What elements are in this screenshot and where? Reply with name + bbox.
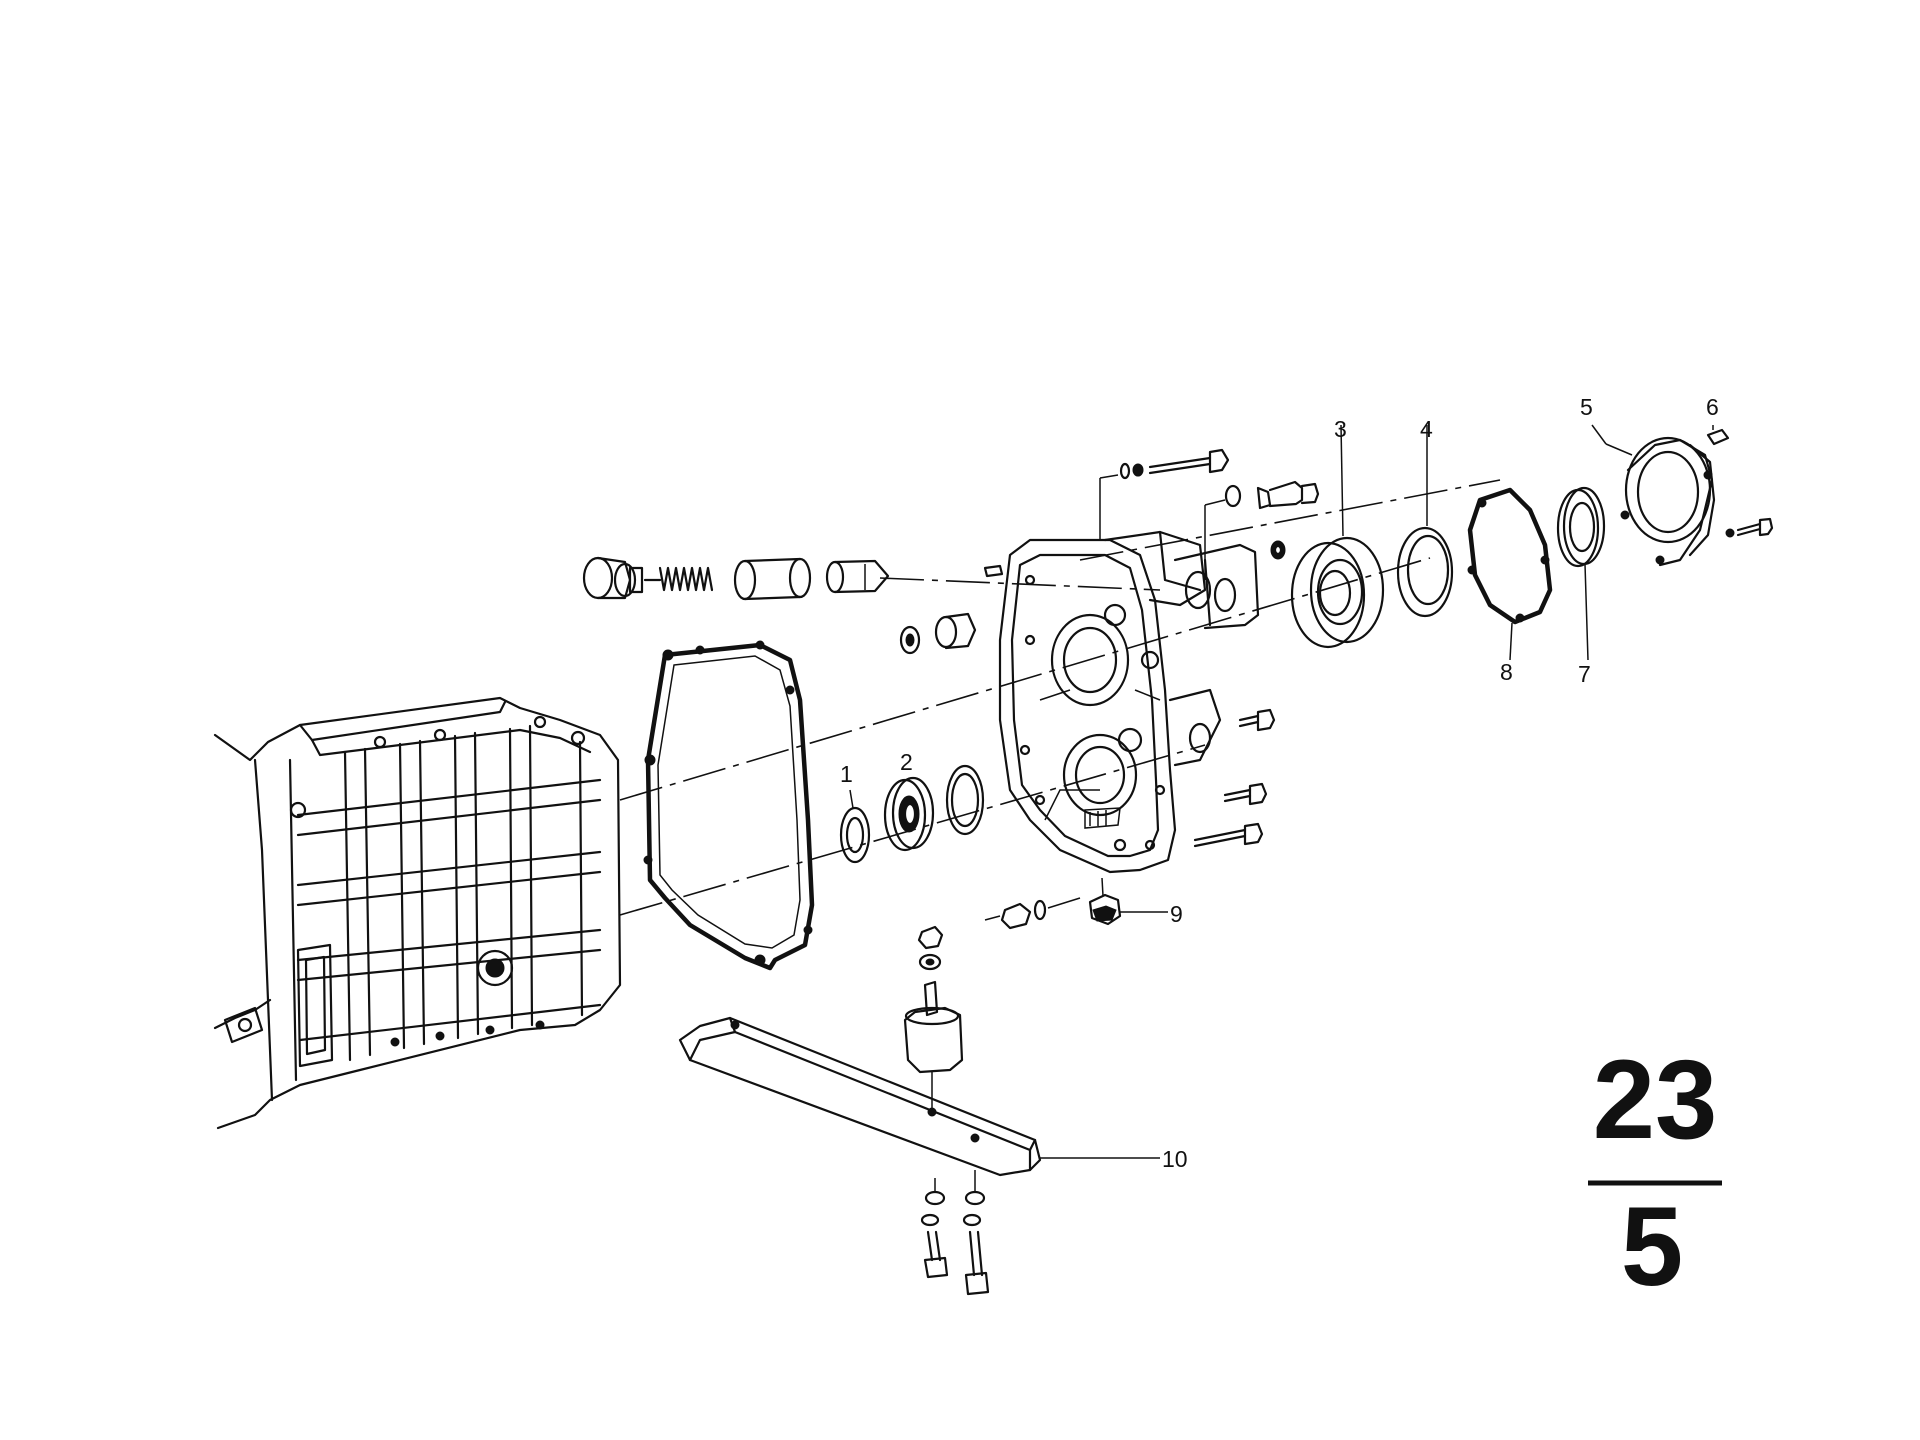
- detent-plug-assembly: [582, 556, 1004, 601]
- bracket-bolts: [920, 1170, 990, 1296]
- rubber-mount: [903, 925, 964, 1110]
- part-label-4: 4: [1420, 416, 1433, 442]
- fitting-part-9: [1088, 877, 1168, 926]
- part-label-8: 8: [1500, 659, 1513, 685]
- part-label-3: 3: [1334, 416, 1347, 442]
- ball-bearing-part-2: [883, 776, 935, 852]
- output-flange-part-5: [1591, 424, 1716, 567]
- part-labels: 1 2 3 4 5 6 7 8 9 10: [840, 394, 1719, 1172]
- top-bolts: [899, 448, 1320, 655]
- part-label-1: 1: [840, 761, 853, 787]
- part-label-6: 6: [1706, 394, 1719, 420]
- page-number: 23 5: [1588, 1037, 1722, 1309]
- pin-part-6: [1706, 425, 1730, 446]
- housing-gasket: [643, 640, 815, 971]
- page-number-group: 23: [1593, 1037, 1718, 1162]
- part-label-5: 5: [1580, 394, 1593, 420]
- seal-ring-part-7: [1556, 486, 1606, 661]
- gasket-part-8: [1467, 487, 1553, 661]
- transmission-housing: [213, 696, 622, 1130]
- seal-part-4: [1396, 425, 1454, 618]
- lower-nuts: [984, 897, 1081, 930]
- intermediate-housing: [998, 530, 1260, 874]
- bracket-part-10: [678, 1016, 1160, 1177]
- part-label-9: 9: [1170, 901, 1183, 927]
- part-label-7: 7: [1578, 661, 1591, 687]
- part-label-2: 2: [900, 749, 913, 775]
- page-number-sheet: 5: [1621, 1184, 1683, 1309]
- seal-ring-part-1: [839, 789, 871, 864]
- shim-ring: [945, 764, 985, 836]
- side-bolts: [1193, 708, 1276, 848]
- small-bolt-right: [1725, 517, 1774, 538]
- part-label-10: 10: [1162, 1146, 1188, 1172]
- bearing-part-3: [1290, 424, 1385, 649]
